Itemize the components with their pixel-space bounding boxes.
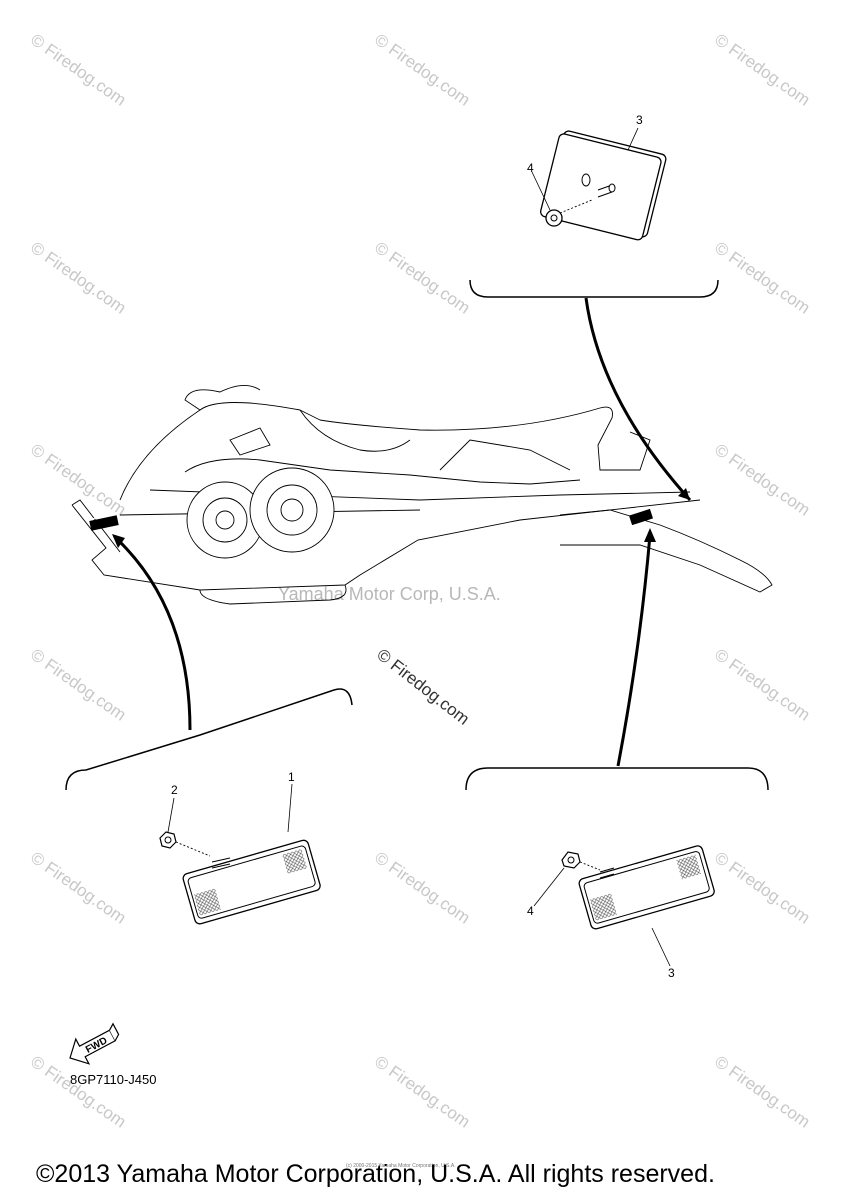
leader-line-left-nut bbox=[167, 797, 175, 833]
tiny-credit: (c) 2000-2015 Yamaha Motor Corporation, … bbox=[346, 1163, 456, 1169]
arrow-right-to-rear bbox=[616, 534, 652, 767]
arrow-head-rear-low bbox=[644, 528, 656, 542]
rear-reflector-location bbox=[628, 508, 654, 526]
front-reflector-location bbox=[89, 515, 119, 531]
manufacturer-watermark: Yamaha Motor Corp, U.S.A. bbox=[278, 584, 501, 604]
copyright-notice: ©2013 Yamaha Motor Corporation, U.S.A. A… bbox=[36, 1160, 715, 1188]
fwd-arrow-icon: FWD bbox=[69, 1022, 120, 1065]
right-nut bbox=[561, 851, 601, 871]
fwd-label: FWD bbox=[84, 1035, 109, 1055]
leader-line-right-reflector bbox=[651, 927, 671, 967]
top-detail-bracket bbox=[469, 279, 719, 298]
callout-right-reflector: 3 bbox=[668, 966, 675, 980]
track-wheels bbox=[186, 467, 335, 559]
left-detail-group bbox=[65, 688, 353, 925]
leader-line-left-reflector bbox=[287, 783, 293, 833]
right-reflector bbox=[578, 845, 715, 930]
right-detail-group bbox=[465, 767, 769, 967]
callout-top-nut: 4 bbox=[527, 161, 534, 175]
left-detail-bracket bbox=[65, 688, 353, 791]
left-reflector-stud bbox=[211, 857, 231, 869]
top-detail-group bbox=[469, 127, 719, 298]
left-reflector bbox=[182, 839, 321, 925]
arrow-head-front bbox=[112, 534, 125, 548]
top-nut bbox=[545, 199, 593, 227]
arrow-head-rear bbox=[678, 488, 690, 500]
plate-studs bbox=[581, 173, 616, 198]
callout-right-nut: 4 bbox=[527, 904, 534, 918]
arrow-left-to-front bbox=[116, 538, 192, 731]
callout-left-reflector: 1 bbox=[288, 770, 295, 784]
arrow-top-to-rear bbox=[584, 297, 692, 502]
right-detail-bracket bbox=[465, 767, 769, 791]
callout-top-plate: 3 bbox=[636, 113, 643, 127]
left-nut bbox=[159, 831, 211, 857]
snowmobile-outline bbox=[71, 385, 773, 605]
leader-line-right-nut bbox=[533, 867, 565, 907]
rear-plate bbox=[539, 130, 667, 241]
part-code: 8GP7110-J450 bbox=[70, 1072, 157, 1087]
leader-line-top-plate bbox=[627, 127, 639, 151]
leader-line-top-nut bbox=[531, 171, 551, 211]
callout-left-nut: 2 bbox=[171, 783, 178, 797]
right-reflector-stud bbox=[599, 867, 615, 879]
